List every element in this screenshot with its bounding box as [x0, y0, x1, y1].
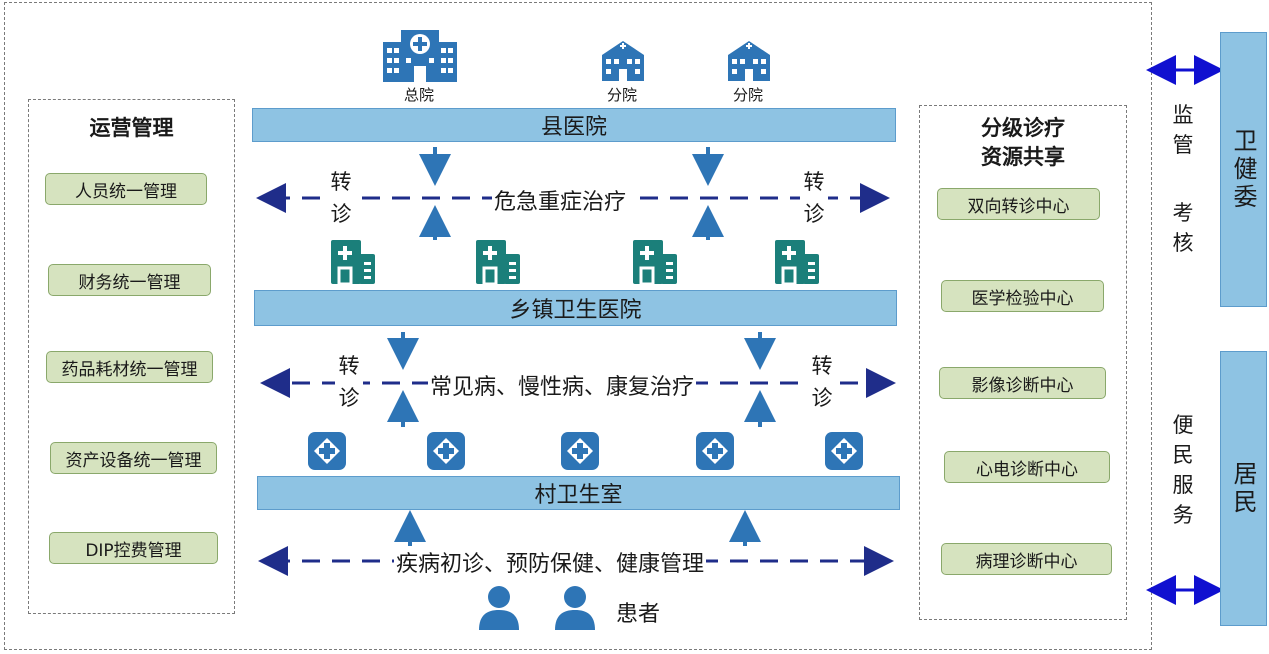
assessment-label: 考 核: [1172, 201, 1194, 255]
tier-county-hospital: 县医院: [252, 108, 896, 142]
resource-title-line2: 资源共享: [981, 145, 1065, 169]
referral-label-mid-left: 转 诊: [335, 352, 363, 412]
patient-icon: [479, 586, 519, 630]
lane-primary-care: 疾病初诊、预防保健、健康管理: [394, 546, 707, 578]
residents-box: 居民: [1220, 351, 1267, 626]
ops-item-assets: 资产设备统一管理: [50, 442, 217, 474]
township-clinic-icon: [775, 240, 819, 284]
village-clinic-icon: [561, 432, 599, 470]
residents-label: 居民: [1229, 460, 1257, 517]
center-lab: 医学检验中心: [941, 280, 1104, 312]
health-commission-box: 卫健委: [1220, 32, 1267, 307]
village-clinic-icon: [696, 432, 734, 470]
main-frame: [4, 2, 1152, 650]
ops-item-finance: 财务统一管理: [48, 264, 211, 296]
resource-sharing-panel: [919, 105, 1127, 620]
patient-label: 患者: [616, 602, 661, 627]
village-clinic-icon: [308, 432, 346, 470]
operations-panel: [28, 99, 235, 614]
ops-item-drugs: 药品耗材统一管理: [46, 351, 213, 383]
referral-label-top-right: 转 诊: [800, 168, 828, 228]
center-pathology: 病理诊断中心: [941, 543, 1112, 575]
township-clinic-icon: [331, 240, 375, 284]
branch-hospital-label-2: 分院: [732, 86, 763, 104]
convenience-service-label: 便 民 服 务: [1172, 413, 1194, 527]
main-hospital-icon: [383, 30, 457, 82]
township-clinic-icon: [476, 240, 520, 284]
center-referral: 双向转诊中心: [937, 188, 1100, 220]
ops-item-dip: DIP控费管理: [49, 532, 218, 564]
tier-village-clinic: 村卫生室: [257, 476, 900, 510]
patient-icon: [555, 586, 595, 630]
center-imaging: 影像诊断中心: [939, 367, 1106, 399]
township-clinic-icon: [633, 240, 677, 284]
village-clinic-icon: [427, 432, 465, 470]
village-clinic-icon: [825, 432, 863, 470]
lane-critical-care: 危急重症治疗: [492, 184, 629, 216]
branch-hospital-label-1: 分院: [606, 86, 637, 104]
branch-hospital-icon: [728, 41, 770, 81]
resource-title-line1: 分级诊疗: [981, 116, 1065, 140]
health-commission-label: 卫健委: [1229, 127, 1257, 212]
lane-chronic-care: 常见病、慢性病、康复治疗: [428, 369, 697, 401]
operations-title: 运营管理: [89, 116, 174, 140]
tier-township-hospital: 乡镇卫生医院: [254, 290, 897, 326]
center-ecg: 心电诊断中心: [944, 451, 1110, 483]
main-hospital-label: 总院: [403, 86, 434, 104]
referral-label-top-left: 转 诊: [327, 168, 355, 228]
supervision-label: 监 管: [1172, 103, 1194, 157]
ops-item-staff: 人员统一管理: [45, 173, 207, 205]
branch-hospital-icon: [602, 41, 644, 81]
referral-label-mid-right: 转 诊: [808, 352, 836, 412]
